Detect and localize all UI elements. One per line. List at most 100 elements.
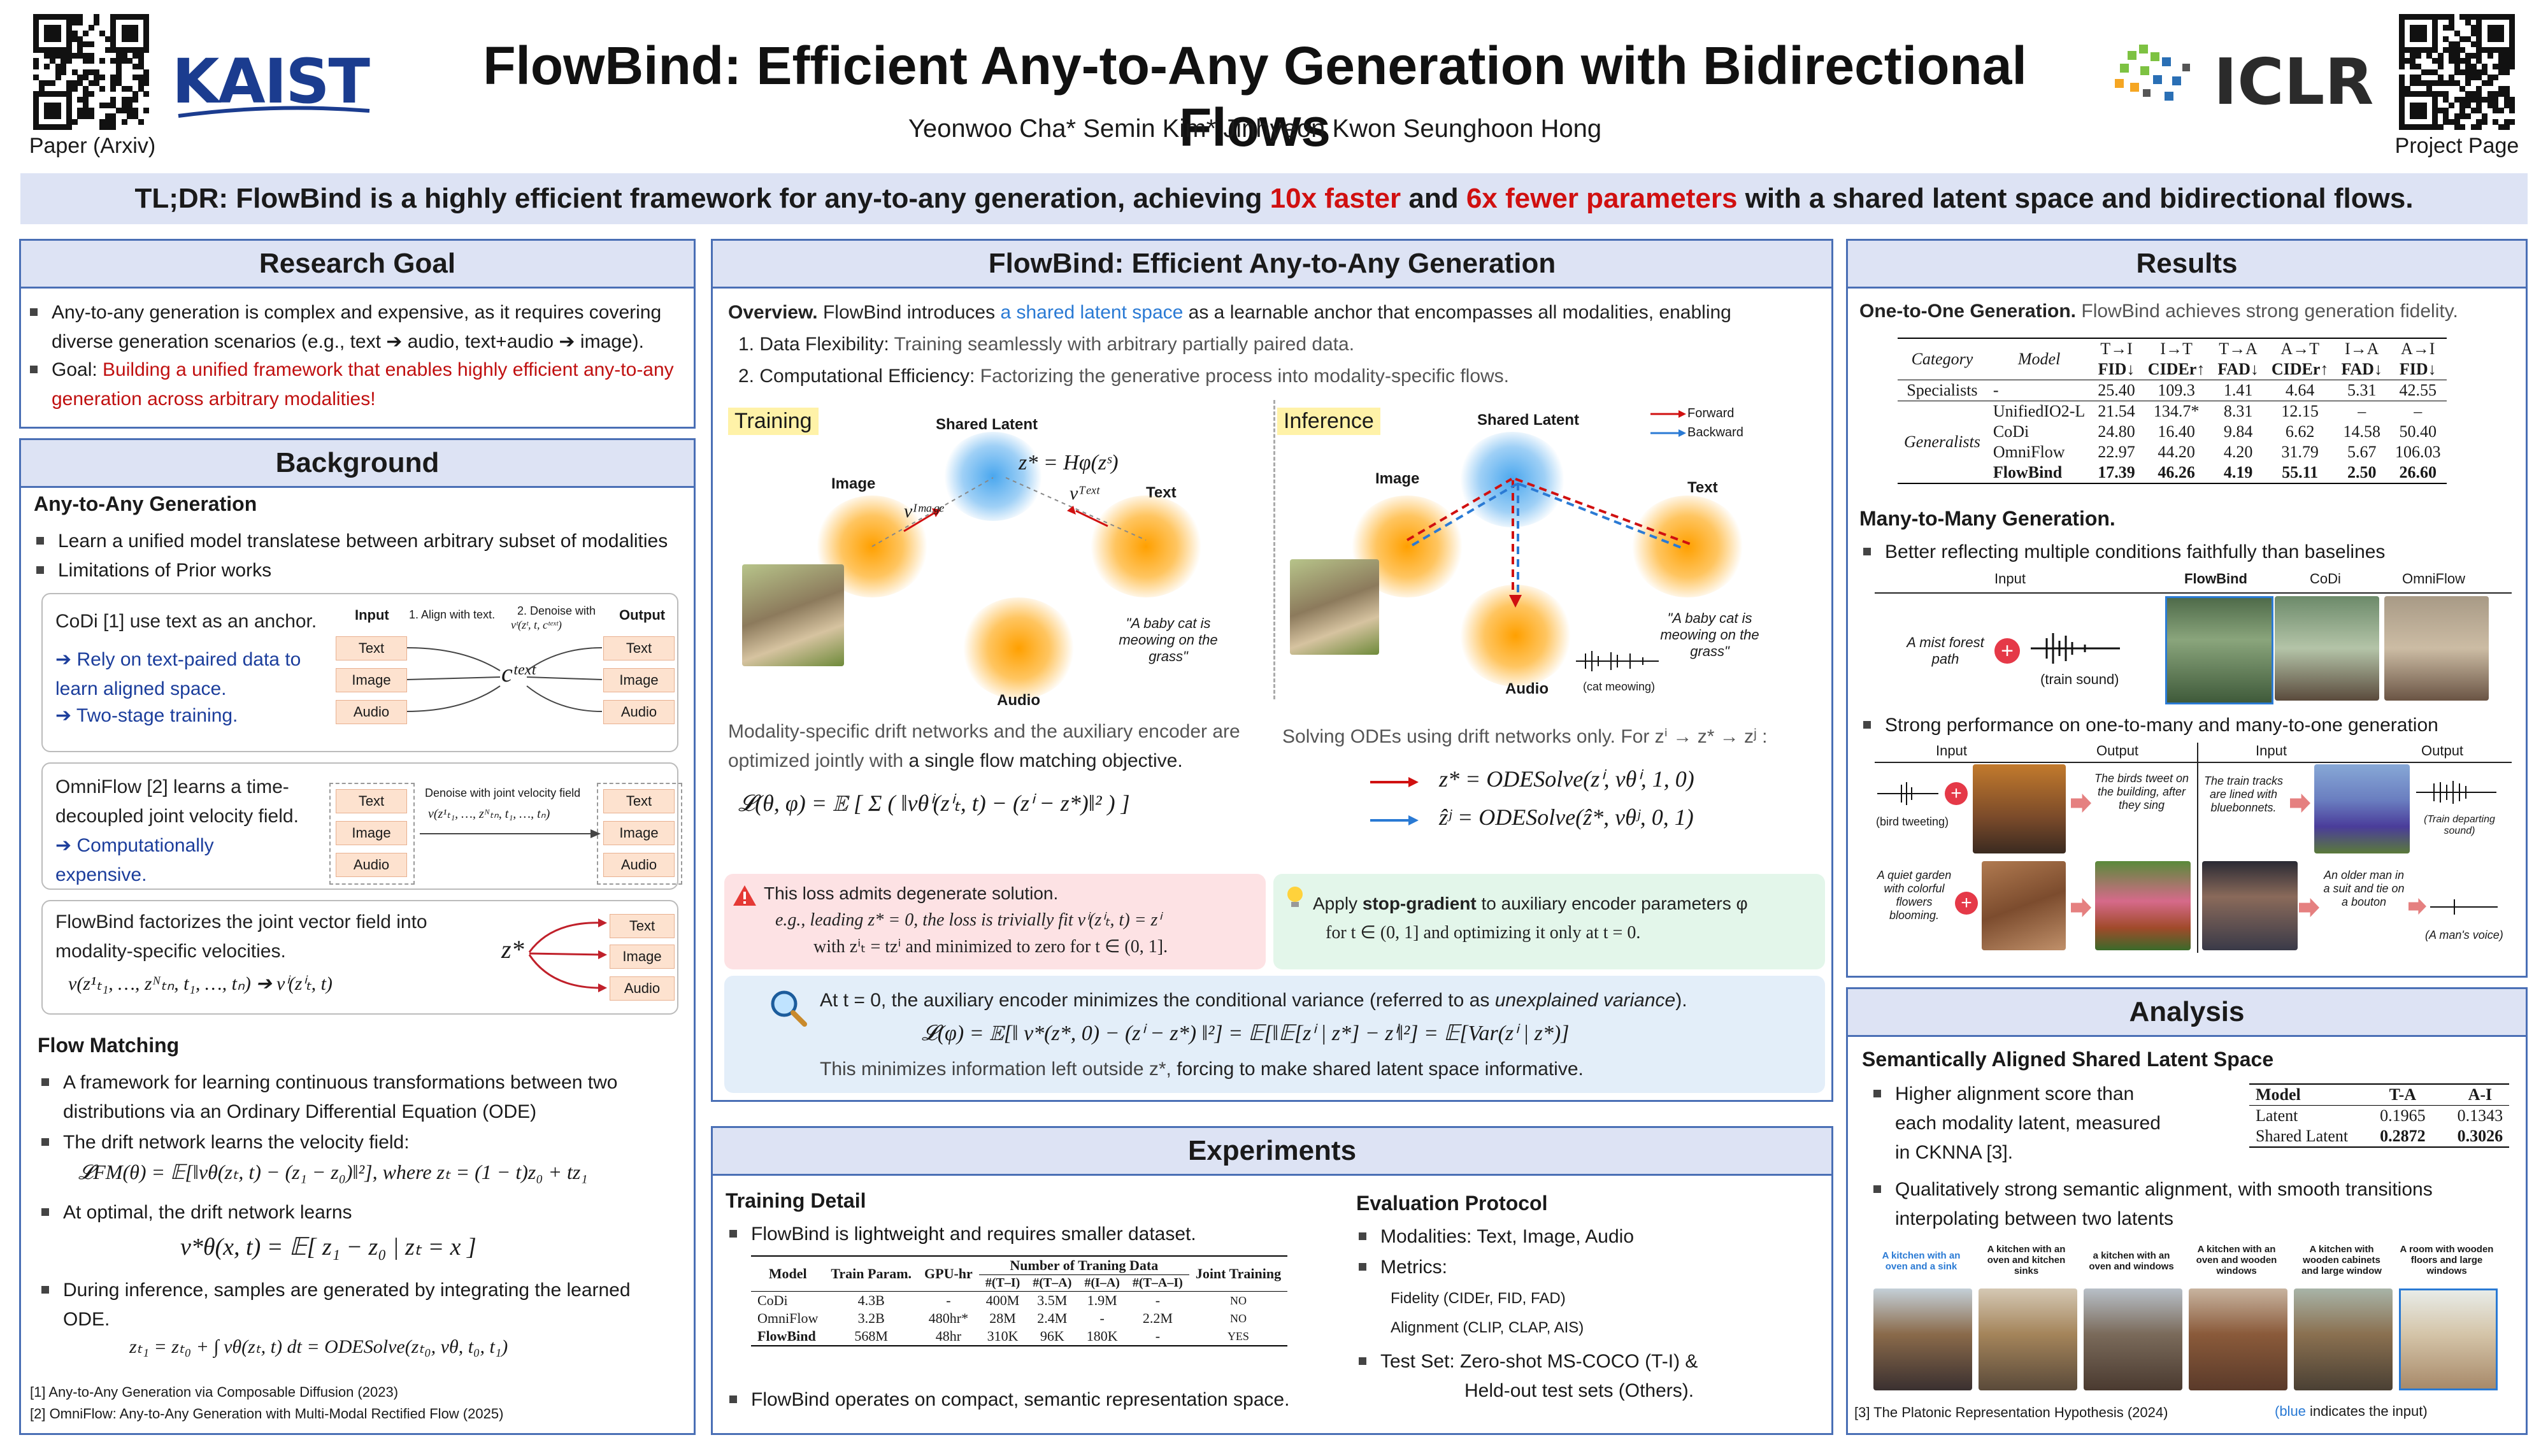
flowbind-factor-arrows-icon	[528, 918, 607, 992]
inference-backward-arrow-icon	[1370, 815, 1419, 825]
qr-module	[71, 19, 78, 25]
qr-module	[2432, 113, 2438, 119]
qr-module	[50, 36, 55, 42]
qr-module	[132, 108, 138, 114]
qr-module	[2465, 75, 2471, 81]
qr-module	[44, 25, 50, 31]
qr-module	[2498, 108, 2504, 114]
qr-module	[2399, 118, 2405, 125]
qr-module	[2476, 14, 2482, 20]
qr-module	[2454, 41, 2460, 48]
qr-module	[71, 80, 78, 86]
qr-module	[50, 58, 55, 64]
infer-audio-label: Audio	[1505, 680, 1549, 697]
cell: 22.97	[2098, 443, 2135, 461]
omniflow-input-audio: Audio	[336, 853, 407, 877]
qr-module	[99, 75, 105, 81]
qr-module	[127, 102, 133, 108]
grid-header-output-2: Output	[2421, 743, 2464, 759]
codi-output-image: Image	[603, 668, 675, 692]
qr-module	[2449, 25, 2454, 31]
qr-module	[121, 47, 127, 53]
qr-module	[2426, 85, 2433, 92]
qr-module	[121, 25, 127, 31]
an-b2-text: Qualitatively strong semantic alignment,…	[1895, 1179, 2433, 1229]
bird-input-label: (bird tweeting)	[1876, 815, 1949, 828]
qr-module	[61, 58, 67, 64]
qr-module	[71, 85, 78, 92]
tip-line-1: Apply stop-gradient to auxiliary encoder…	[1313, 889, 1748, 918]
qr-module	[104, 47, 111, 53]
grid-arrow-icon-4	[2299, 898, 2319, 917]
qr-module	[2493, 64, 2499, 69]
train-image-label: Image	[831, 475, 876, 492]
rg-b2-prefix: Goal:	[52, 359, 103, 380]
qr-module	[2465, 19, 2471, 25]
qr-module	[127, 85, 133, 92]
qr-module	[2399, 19, 2405, 25]
th-model: Model	[2017, 350, 2061, 368]
qr-module	[2421, 25, 2427, 31]
qr-module	[2432, 31, 2438, 36]
qr-module	[71, 69, 78, 75]
man-input-image	[2202, 861, 2298, 950]
qr-module	[132, 113, 138, 119]
infer-text-cloud	[1630, 496, 1745, 597]
qr-module	[50, 91, 55, 97]
qr-module	[143, 69, 150, 75]
o2o-heading: One-to-One Generation.	[1859, 301, 2077, 322]
qr-module	[61, 64, 67, 69]
rg-b1-text: Any-to-any generation is complex and exp…	[52, 302, 662, 352]
qr-module	[2503, 14, 2510, 20]
qr-module	[2503, 47, 2510, 53]
qr-module	[44, 102, 50, 108]
codi-output-text: Text	[603, 636, 675, 660]
kaist-swoosh-icon	[178, 106, 370, 118]
qr-module	[88, 108, 94, 114]
qr-module	[110, 36, 117, 42]
qr-module	[2503, 102, 2510, 108]
qr-module	[2503, 124, 2510, 131]
qr-module	[110, 97, 117, 103]
any-to-any-heading: Any-to-Any Generation	[34, 492, 257, 515]
qr-module	[77, 52, 83, 59]
note-blue: (blue	[2275, 1403, 2306, 1419]
cell: 568M	[854, 1328, 888, 1344]
qr-module	[104, 124, 111, 131]
qr-module	[55, 31, 61, 36]
qr-code-paper[interactable]	[33, 14, 150, 131]
codi-desc: CoDi [1] use text as an anchor.	[55, 611, 317, 632]
qr-module	[2498, 52, 2504, 59]
qr-module	[2399, 108, 2405, 114]
qr-module	[2470, 91, 2477, 97]
qr-module	[2470, 69, 2477, 75]
garden-input-caption: A quiet garden with colorful flowers blo…	[1877, 869, 1952, 922]
qr-module	[2498, 47, 2504, 53]
flow-matching-heading: Flow Matching	[38, 1034, 180, 1057]
qr-code-project[interactable]	[2399, 14, 2516, 131]
train-output-waveform-icon	[2416, 781, 2496, 804]
qr-module	[110, 41, 117, 48]
interp-caption-2: A kitchen with an oven and kitchen sinks	[1987, 1244, 2066, 1276]
cell: 3.2B	[857, 1310, 885, 1326]
m2m-b1-text: Better reflecting multiple conditions fa…	[1885, 541, 2386, 562]
qr-module	[2404, 47, 2410, 53]
ev1-text: Text, Image, Audio	[1471, 1226, 1635, 1247]
qr-module	[2487, 75, 2493, 81]
training-detail-bullet-2: FlowBind operates on compact, semantic r…	[729, 1385, 1388, 1415]
qr-module	[2493, 97, 2499, 103]
qr-module	[83, 41, 89, 48]
reference-1: [1] Any-to-Any Generation via Composable…	[30, 1384, 399, 1400]
qr-module	[138, 85, 144, 92]
qr-module	[2498, 85, 2504, 92]
qr-module	[2476, 85, 2482, 92]
qr-module	[2426, 124, 2433, 131]
qr-module	[127, 58, 133, 64]
qr-module	[2470, 14, 2477, 20]
cell: 0.1343	[2457, 1106, 2503, 1125]
qr-module	[116, 47, 122, 53]
rg-b2-goal: Building a unified framework that enable…	[52, 359, 674, 410]
qr-module	[138, 80, 144, 86]
qr-module	[61, 91, 67, 97]
